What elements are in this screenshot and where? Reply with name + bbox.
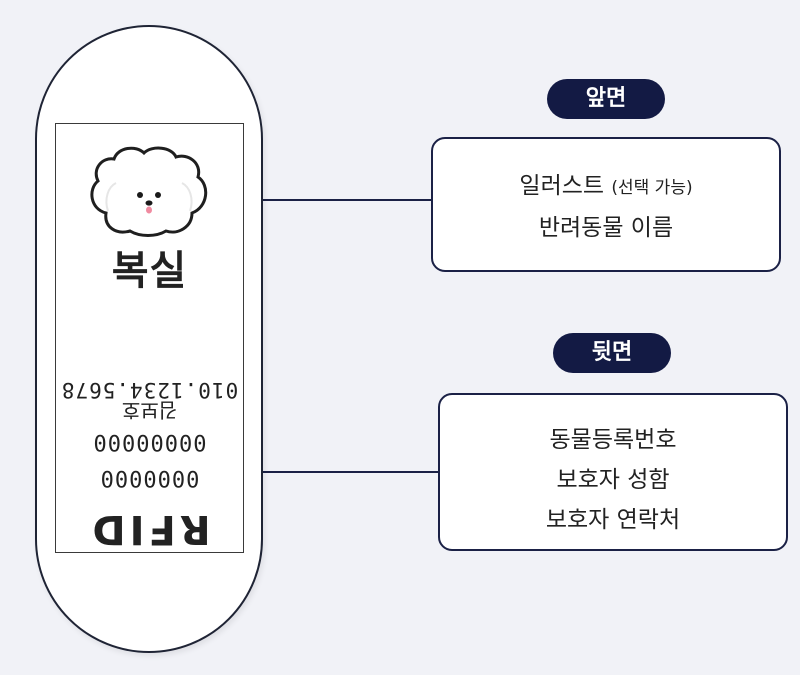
dog-tongue — [146, 206, 152, 214]
dog-icon — [90, 146, 208, 237]
front-callout-box: 일러스트 (선택 가능) 반려동물 이름 — [431, 137, 781, 272]
back-line-3: 보호자 연락처 — [545, 507, 681, 533]
front-badge: 앞면 — [547, 79, 665, 119]
registration-number: 00000000 — [92, 429, 207, 454]
dog-nose — [145, 200, 153, 206]
pet-name: 복실 — [111, 248, 188, 294]
back-line-2: 보호자 성함 — [556, 467, 670, 493]
illustration-text: 일러스트 — [519, 173, 605, 199]
tag-back-info: 010.1234.5678 김보호 00000000 0000000 RFID — [55, 362, 244, 552]
back-badge: 뒷면 — [553, 333, 671, 373]
selectable-note: (선택 가능) — [611, 178, 693, 198]
back-callout-box: 동물등록번호 보호자 성함 보호자 연락처 — [438, 393, 788, 551]
back-line-1: 동물등록번호 — [549, 427, 677, 453]
guardian-name: 김보호 — [121, 398, 178, 422]
front-line-2: 반려동물 이름 — [538, 215, 674, 241]
front-line-1: 일러스트 (선택 가능) — [433, 166, 779, 208]
rfid-number: 0000000 — [99, 465, 200, 490]
dog-eye-right — [155, 192, 161, 198]
rfid-label: RFID — [88, 506, 211, 552]
dog-eye-left — [137, 192, 143, 198]
